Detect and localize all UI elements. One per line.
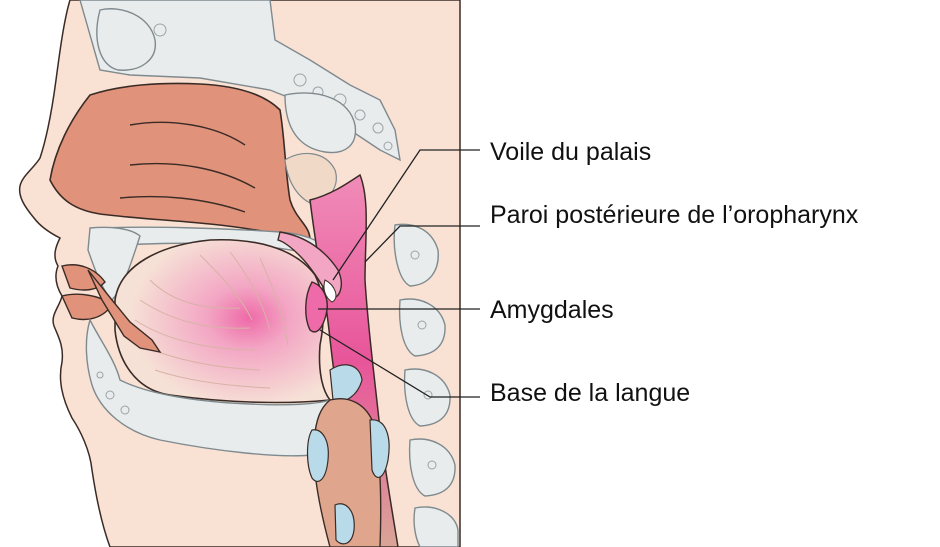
tongue [115, 240, 330, 403]
label-paroi-posterieure-oropharynx: Paroi postérieure de l’oropharynx [490, 201, 858, 230]
hyoid-cartilage [308, 430, 329, 482]
label-amygdales: Amygdales [490, 296, 614, 325]
label-base-de-la-langue: Base de la langue [490, 379, 690, 408]
label-voile-du-palais: Voile du palais [490, 138, 651, 167]
